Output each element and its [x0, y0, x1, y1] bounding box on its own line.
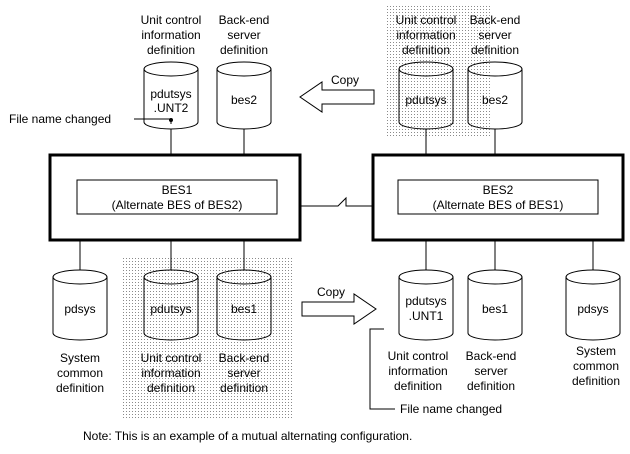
label-backend-shaded-2: server [227, 366, 260, 380]
copy-arrow-top: Copy [299, 73, 375, 113]
disk-pdutsys-unt2-line1: pdutsys [150, 87, 191, 101]
disk-copy-pdutsys: pdutsys [398, 61, 454, 130]
label-backend-copy-3: definition [471, 43, 519, 57]
server-bes1-title: BES1 [162, 183, 193, 197]
copy-arrow-top-label: Copy [331, 73, 359, 87]
disk-shaded-pdutsys-label: pdutsys [150, 302, 191, 316]
label-unit-control-right-3: definition [394, 379, 442, 393]
label-backend-top-2: server [227, 28, 260, 42]
disk-shaded-bes1: bes1 [216, 269, 272, 341]
label-backend-copy-2: server [478, 28, 511, 42]
label-system-common-right-2: common [573, 359, 619, 373]
label-backend-top-1: Back-end [219, 13, 270, 27]
label-system-common-left-2: common [57, 366, 103, 380]
server-bes2-title: BES2 [483, 183, 514, 197]
label-backend-shaded-3: definition [220, 381, 268, 395]
copy-arrow-bottom: Copy [301, 285, 377, 325]
disk-copy-bes2: bes2 [467, 61, 523, 130]
label-unit-control-copy-1: Unit control [396, 13, 457, 27]
disk-bes1-right: bes1 [467, 269, 523, 341]
label-unit-control-shaded-1: Unit control [141, 351, 202, 365]
disk-bes2-label: bes2 [231, 93, 257, 107]
label-unit-control-shaded-2: information [141, 366, 200, 380]
label-backend-copy-1: Back-end [470, 13, 521, 27]
network-link [300, 196, 373, 207]
shaded-region-top [385, 5, 491, 138]
callout-renamed-bottom: File name changed [369, 328, 502, 416]
label-system-common-right-3: definition [572, 374, 620, 388]
disk-pdutsys-unt1-line1: pdutsys [405, 294, 446, 308]
server-bes2-subtitle: (Alternate BES of BES1) [433, 198, 564, 212]
label-unit-control-copy-3: definition [402, 43, 450, 57]
footnote: Note: This is an example of a mutual alt… [83, 429, 412, 443]
label-unit-control-top-2: information [141, 28, 200, 42]
label-unit-control-copy-2: information [396, 28, 455, 42]
label-backend-right-1: Back-end [466, 349, 517, 363]
disk-pdsys-left: pdsys [52, 269, 108, 341]
callout-renamed-bottom-label: File name changed [400, 402, 502, 416]
disk-pdutsys-unt1: pdutsys .UNT1 [398, 269, 454, 341]
disk-pdutsys-unt2: pdutsys .UNT2 [143, 61, 199, 130]
label-unit-control-shaded-3: definition [147, 381, 195, 395]
disk-pdsys-right-label: pdsys [577, 302, 608, 316]
label-unit-control-top-3: definition [147, 43, 195, 57]
connection-lines [79, 129, 594, 270]
server-bes1: BES1 (Alternate BES of BES2) [48, 153, 302, 242]
disk-pdutsys-unt1-line2: .UNT1 [409, 309, 444, 323]
disk-bes1-right-label: bes1 [482, 302, 508, 316]
disk-pdsys-left-label: pdsys [64, 302, 95, 316]
disk-copy-bes2-label: bes2 [482, 93, 508, 107]
label-unit-control-top-1: Unit control [141, 13, 202, 27]
disk-bes2: bes2 [216, 61, 272, 130]
disk-copy-pdutsys-label: pdutsys [405, 93, 446, 107]
label-backend-top-3: definition [220, 43, 268, 57]
server-bes2: BES2 (Alternate BES of BES1) [371, 153, 625, 242]
disk-shaded-bes1-label: bes1 [231, 302, 257, 316]
label-unit-control-right-1: Unit control [388, 349, 449, 363]
server-bes1-subtitle: (Alternate BES of BES2) [112, 198, 243, 212]
callout-renamed-top-label: File name changed [9, 112, 111, 126]
disk-pdsys-right: pdsys [565, 269, 621, 341]
callout-renamed-top: File name changed [9, 112, 172, 126]
label-unit-control-right-2: information [388, 364, 447, 378]
disk-shaded-pdutsys: pdutsys [143, 269, 199, 341]
label-system-common-left-3: definition [56, 381, 104, 395]
label-system-common-left-1: System [60, 351, 100, 365]
label-backend-right-3: definition [467, 379, 515, 393]
label-backend-right-2: server [474, 364, 507, 378]
copy-arrow-bottom-label: Copy [317, 285, 345, 299]
label-backend-shaded-1: Back-end [219, 351, 270, 365]
disk-pdutsys-unt2-line2: .UNT2 [154, 101, 189, 115]
label-system-common-right-1: System [576, 344, 616, 358]
